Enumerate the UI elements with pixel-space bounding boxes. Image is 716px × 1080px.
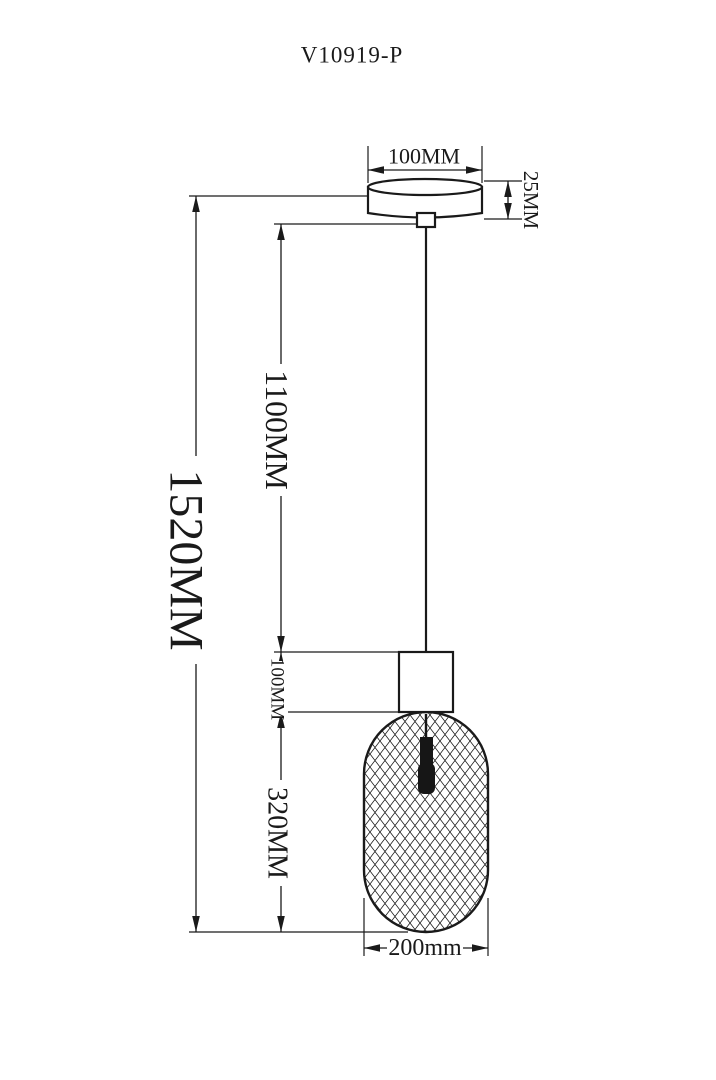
socket-and-bulb: [418, 714, 435, 794]
canopy-height-label: 25MM: [519, 171, 543, 230]
shade-width-label: 200mm: [388, 935, 462, 961]
model-number-title: V10919-P: [301, 43, 404, 68]
overall-height-label: 1520MM: [160, 469, 213, 650]
shade-fitter-cap: [397, 650, 455, 714]
fitter-height-label: 100MM: [267, 658, 288, 720]
canopy-width-label: 100MM: [388, 144, 460, 169]
label-halos: [168, 364, 463, 961]
extension-lines: [189, 146, 522, 956]
ceiling-canopy: [366, 177, 484, 229]
shade-height-label: 320MM: [262, 787, 293, 879]
cord-length-label: 1100MM: [259, 370, 295, 490]
canopy-cord-grip: [415, 211, 437, 229]
